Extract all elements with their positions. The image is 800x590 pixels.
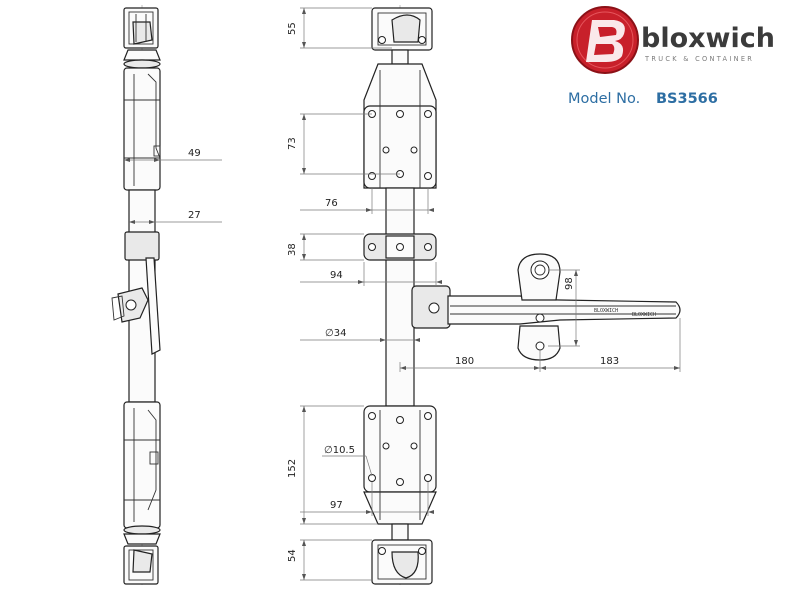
front-tube <box>385 187 415 407</box>
dim-27-text: 27 <box>188 210 201 221</box>
dim-76: 76 <box>300 188 434 214</box>
side-clamp <box>124 231 160 261</box>
side-handle <box>111 257 161 355</box>
side-lower-keeper <box>123 401 161 529</box>
handle-engraving-1: BLOXWICH <box>594 308 618 314</box>
dim-dia-34: ∅34 <box>300 328 420 342</box>
brand-name: bloxwich <box>641 23 775 54</box>
dim-54-text: 54 <box>287 549 298 562</box>
handle-hub <box>411 285 451 329</box>
handle-assembly: BLOXWICH BLOXWICH <box>447 253 681 361</box>
front-upper-keeper <box>363 63 437 189</box>
side-upper-keeper <box>123 67 161 191</box>
front-guide-bracket <box>363 233 437 261</box>
dim-dia-10-5: ∅10.5 <box>322 445 373 477</box>
dim-55: 55 <box>287 7 392 49</box>
side-view: 49 27 <box>111 5 222 585</box>
front-bottom-bearing <box>371 523 433 585</box>
dim-49-text: 49 <box>188 148 201 159</box>
dim-97: 97 <box>300 482 434 516</box>
dim-27: 27 <box>129 210 222 224</box>
front-lower-keeper <box>363 405 437 525</box>
bloxwich-logo: bloxwich TRUCK & CONTAINER <box>571 6 775 74</box>
dim-49: 49 <box>124 148 222 162</box>
dim-54: 54 <box>287 539 372 581</box>
side-bottom-bearing <box>123 525 161 585</box>
dim-38-text: 38 <box>287 243 298 256</box>
dim-152-text: 152 <box>287 459 298 478</box>
model-number: Model No. BS3566 <box>568 91 718 107</box>
brand-tagline: TRUCK & CONTAINER <box>644 55 754 63</box>
dim-38: 38 <box>287 233 364 261</box>
dim-98: 98 <box>548 269 580 347</box>
dim-dia-34-text: ∅34 <box>325 328 346 339</box>
side-top-bearing <box>123 7 161 69</box>
dim-180: 180 <box>399 350 541 372</box>
dim-183-text: 183 <box>600 356 619 367</box>
front-top-bearing <box>371 7 433 65</box>
dim-73: 73 <box>287 113 400 175</box>
dim-152: 152 <box>287 405 378 525</box>
dim-94-text: 94 <box>330 270 343 281</box>
dim-76-text: 76 <box>325 198 338 209</box>
dim-dia-10-5-text: ∅10.5 <box>324 445 355 456</box>
dim-97-text: 97 <box>330 500 343 511</box>
dim-183: 183 <box>540 318 681 372</box>
handle-engraving-2: BLOXWICH <box>632 312 656 318</box>
dim-55-text: 55 <box>287 22 298 35</box>
handle-catch-top <box>517 253 561 301</box>
front-view <box>363 5 451 585</box>
dim-98-text: 98 <box>564 277 575 290</box>
model-label: Model No. <box>568 91 640 107</box>
dim-73-text: 73 <box>287 137 298 150</box>
dimension-lines: 55 73 76 38 <box>287 7 681 581</box>
dim-180-text: 180 <box>455 356 474 367</box>
dim-94: 94 <box>300 262 442 286</box>
model-value: BS3566 <box>656 91 718 107</box>
